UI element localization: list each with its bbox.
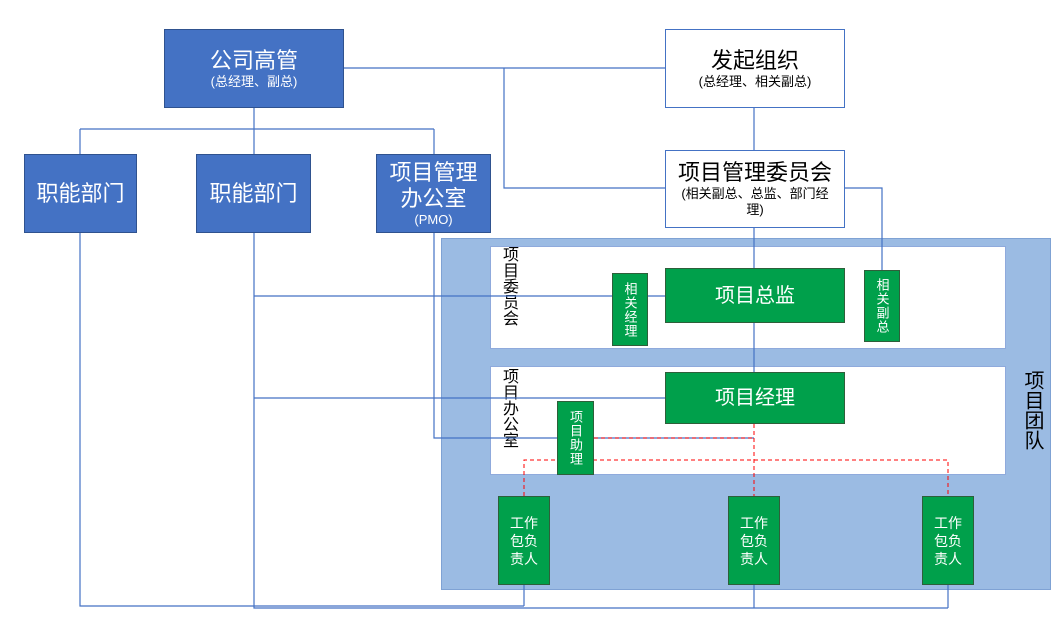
company-executive-title: 公司高管 xyxy=(209,47,298,73)
pm-committee-title: 项目管理委员会 xyxy=(677,160,832,185)
work-package-lead-box-3: 工作包负责人 xyxy=(922,496,974,585)
work-package-lead-label-3: 工作包负责人 xyxy=(934,514,962,567)
work-package-lead-label-2: 工作包负责人 xyxy=(740,514,768,567)
sponsor-title: 发起组织 xyxy=(710,47,799,73)
project-director-label: 项目总监 xyxy=(715,284,795,307)
work-package-lead-box-1: 工作包负责人 xyxy=(498,496,550,585)
functional-dept-title-2: 职能部门 xyxy=(209,180,298,206)
related-vp-box: 相关副总 xyxy=(864,270,900,342)
sponsor-box: 发起组织 (总经理、相关副总) xyxy=(665,29,845,108)
pmo-box: 项目管理办公室 (PMO) xyxy=(376,154,491,233)
company-executive-subtitle: (总经理、副总) xyxy=(210,73,298,89)
related-manager-box: 相关经理 xyxy=(612,273,648,346)
related-vp-label: 相关副总 xyxy=(874,278,890,334)
project-assistant-label: 项目助理 xyxy=(568,410,583,466)
project-team-label: 项目团队 xyxy=(1021,370,1043,450)
pmo-title: 项目管理办公室 xyxy=(389,159,478,211)
work-package-lead-label-1: 工作包负责人 xyxy=(510,514,538,567)
project-manager-box: 项目经理 xyxy=(665,372,845,424)
company-executive-box: 公司高管 (总经理、副总) xyxy=(164,29,344,108)
pm-committee-box: 项目管理委员会 (相关副总、总监、部门经理) xyxy=(665,150,845,228)
functional-dept-title-1: 职能部门 xyxy=(36,180,125,206)
pm-committee-subtitle: (相关副总、总监、部门经理) xyxy=(681,186,829,217)
project-committee-label: 项目委员会 xyxy=(500,246,517,326)
project-manager-label: 项目经理 xyxy=(715,387,795,409)
work-package-lead-box-2: 工作包负责人 xyxy=(728,496,780,585)
functional-dept-box-1: 职能部门 xyxy=(24,154,137,233)
project-director-box: 项目总监 xyxy=(665,268,845,323)
project-office-label: 项目办公室 xyxy=(500,368,517,448)
sponsor-subtitle: (总经理、相关副总) xyxy=(698,73,812,89)
pmo-subtitle: (PMO) xyxy=(414,211,453,227)
functional-dept-box-2: 职能部门 xyxy=(196,154,311,233)
project-assistant-box: 项目助理 xyxy=(557,401,594,475)
related-manager-label: 相关经理 xyxy=(622,281,638,338)
